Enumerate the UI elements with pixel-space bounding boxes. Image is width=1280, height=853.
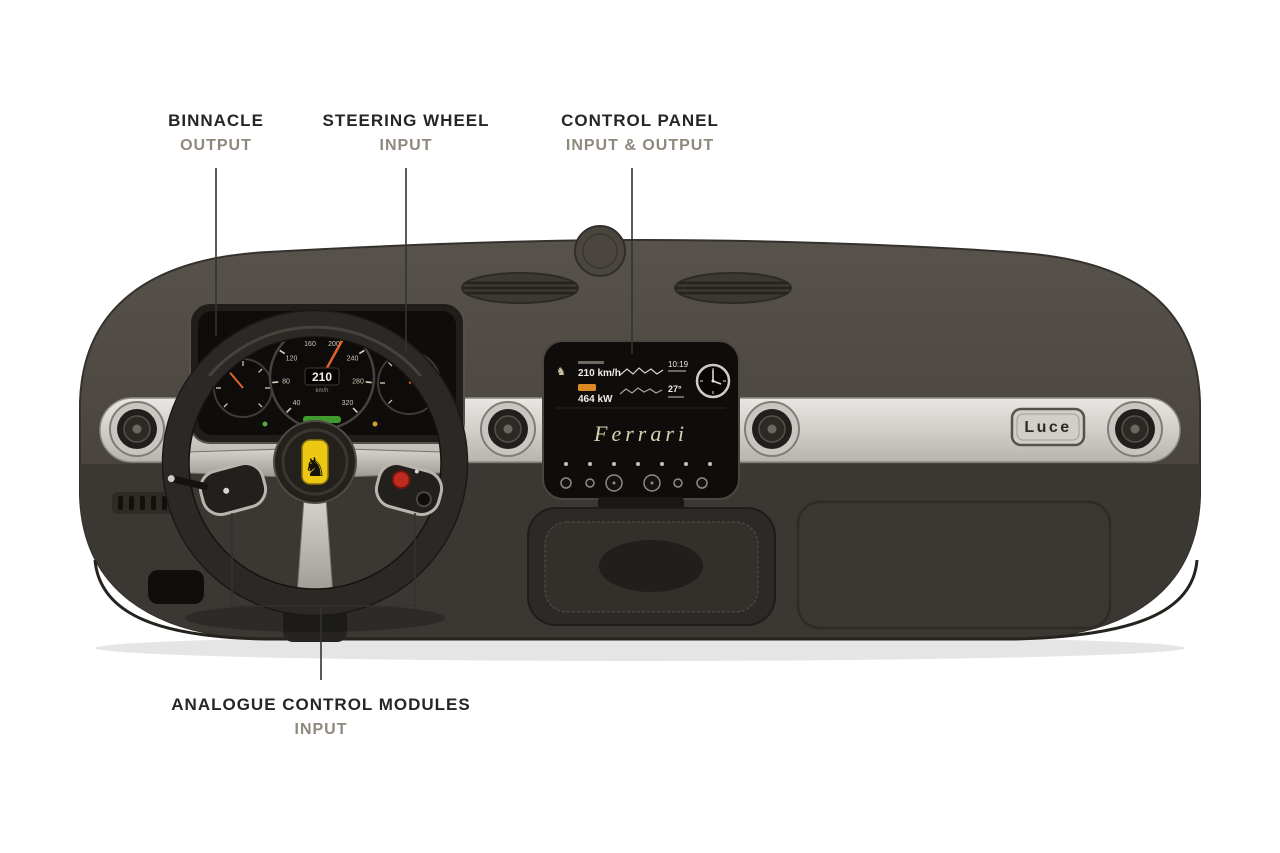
power-tag bbox=[578, 384, 596, 391]
ferrari-logotype: Ferrari bbox=[593, 421, 688, 446]
annotation-steering-wheel: STEERING WHEEL INPUT bbox=[322, 108, 489, 159]
rotary-knob bbox=[415, 491, 432, 508]
air-vent-mid-left bbox=[480, 401, 536, 457]
annotation-subtitle: INPUT & OUTPUT bbox=[565, 137, 715, 155]
ferrari-shield-badge bbox=[301, 439, 329, 485]
panel-clock-time: 10:19 bbox=[668, 360, 689, 369]
panel-power-readout: 464 kW bbox=[578, 394, 613, 405]
prancing-horse-icon: ♞ bbox=[556, 366, 566, 378]
air-vent-far-left bbox=[109, 401, 165, 457]
analog-clock bbox=[695, 363, 731, 399]
annotation-control-panel: CONTROL PANEL INPUT & OUTPUT bbox=[561, 108, 719, 159]
wheel-rim bbox=[163, 311, 467, 615]
micro-label bbox=[578, 361, 604, 364]
stalk-lever bbox=[169, 475, 208, 490]
digital-speed-unit: km/h bbox=[315, 388, 328, 394]
steering-wheel: ♞ bbox=[161, 309, 469, 617]
analogue-control-module-left bbox=[167, 462, 268, 516]
dashboard-bottom-seam bbox=[93, 559, 1199, 641]
defroster-vent-right bbox=[674, 272, 792, 304]
wheel-shadow bbox=[185, 604, 445, 632]
annotation-analogue-modules: ANALOGUE CONTROL MODULES INPUT bbox=[171, 692, 470, 743]
speed-waveform bbox=[619, 367, 664, 376]
toggle-switch-bank bbox=[112, 492, 176, 514]
luce-badge: Luce bbox=[1010, 407, 1086, 447]
center-tray bbox=[527, 507, 776, 626]
defroster-vent-left bbox=[461, 272, 579, 304]
panel-speed-readout: 210 km/h bbox=[578, 368, 621, 379]
annotation-subtitle: INPUT bbox=[379, 137, 433, 155]
digital-speed-value: 210 bbox=[312, 370, 332, 384]
sensor-dome bbox=[574, 225, 626, 277]
speed-tick-label: 40 bbox=[293, 400, 301, 407]
speed-tick-label: 160 bbox=[304, 341, 316, 348]
speed-tick-label: 200 bbox=[328, 341, 340, 348]
speed-tick-label: 240 bbox=[347, 356, 359, 363]
annotation-title: CONTROL PANEL bbox=[561, 111, 719, 130]
air-vent-far-right bbox=[1107, 401, 1163, 457]
telltale-green bbox=[262, 421, 268, 427]
annotation-lines bbox=[215, 168, 633, 680]
annotation-title: STEERING WHEEL bbox=[322, 111, 490, 130]
panel-knob-row bbox=[560, 474, 708, 492]
power-waveform bbox=[619, 387, 663, 395]
speed-tick-label: 80 bbox=[282, 379, 290, 386]
red-start-button bbox=[391, 470, 411, 490]
speed-tick-label: 320 bbox=[342, 400, 354, 407]
annotation-title: BINNACLE bbox=[168, 111, 264, 130]
prancing-horse-icon: ♞ bbox=[303, 452, 326, 482]
control-panel: ♞ 210 km/h 464 kW 10:19 27° Ferrari bbox=[542, 340, 740, 511]
annotation-binnacle: BINNACLE OUTPUT bbox=[168, 108, 264, 159]
micro-label bbox=[668, 396, 684, 398]
dashboard-shadow bbox=[95, 635, 1185, 661]
analogue-control-module-right bbox=[374, 462, 444, 516]
rim-highlight bbox=[208, 325, 422, 377]
annotation-title: ANALOGUE CONTROL MODULES bbox=[171, 695, 471, 714]
annotation-subtitle: INPUT bbox=[294, 721, 348, 739]
bracket-analogue-modules bbox=[231, 513, 416, 680]
annotation-subtitle: OUTPUT bbox=[180, 137, 252, 155]
panel-icon-row bbox=[564, 462, 712, 466]
telltale-amber bbox=[372, 421, 378, 427]
panel-temperature-readout: 27° bbox=[668, 384, 682, 394]
speed-tick-label: 120 bbox=[286, 356, 298, 363]
glovebox-seam bbox=[796, 500, 1112, 630]
micro-label bbox=[668, 370, 686, 372]
luce-badge-label: Luce bbox=[1024, 419, 1071, 436]
footwell-cutout bbox=[148, 570, 204, 604]
speed-tick-label: 280 bbox=[352, 379, 364, 386]
air-vent-mid-right bbox=[744, 401, 800, 457]
